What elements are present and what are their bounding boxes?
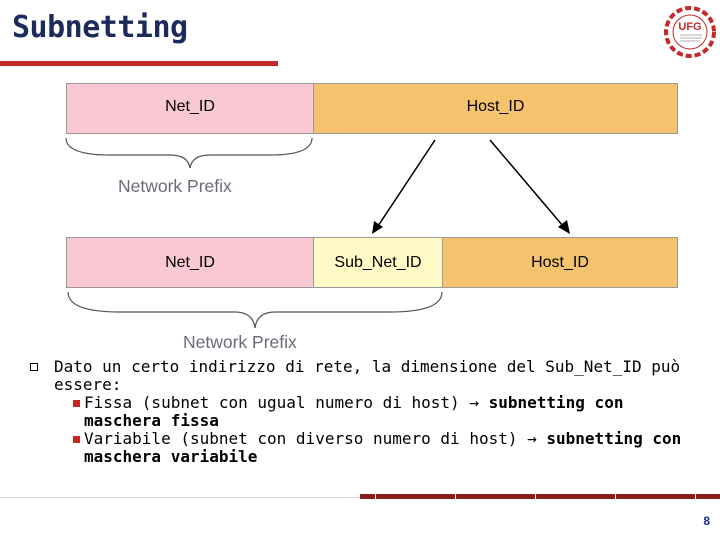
footer-tick [535, 494, 536, 501]
logo-text: UFG [678, 21, 701, 33]
bullet-main-text: Dato un certo indirizzo di rete, la dime… [54, 357, 681, 394]
sub-bullet-fixed-bold: subnetting con maschera fissa [84, 393, 624, 430]
footer-tick [455, 494, 456, 501]
footer-tick [695, 494, 696, 501]
bottom-brace [67, 291, 443, 329]
sub-bullet-variable-bold: subnetting con maschera variabile [84, 429, 682, 466]
ufg-logo: UFG [664, 6, 716, 58]
top-host-id-label: Host_ID [466, 97, 525, 115]
bottom-host-id-label: Host_ID [531, 253, 589, 271]
bottom-network-prefix-label: Network Prefix [183, 332, 297, 352]
footer-bar [360, 494, 720, 499]
title-underline [0, 61, 278, 66]
bullet-main: Dato un certo indirizzo di rete, la dime… [30, 358, 710, 394]
red-square-bullet-icon [73, 400, 80, 407]
sub-bullet-variable-text: Variabile (subnet con diverso numero di … [84, 429, 528, 448]
page-number: 8 [703, 514, 710, 528]
bottom-net-id-box: Net_ID [66, 237, 314, 288]
bullet-list: Dato un certo indirizzo di rete, la dime… [30, 358, 710, 466]
arrow-right [489, 139, 564, 227]
footer-tick [615, 494, 616, 501]
sub-bullet-fixed: Fissa (subnet con ugual numero di host) … [30, 394, 710, 430]
footer-tick [375, 494, 376, 501]
slide-title: Subnetting [12, 10, 188, 45]
top-net-id-label: Net_ID [165, 97, 215, 115]
sub-bullet-fixed-text: Fissa (subnet con ugual numero di host) [84, 393, 470, 412]
red-square-bullet-icon [73, 436, 80, 443]
hollow-square-bullet-icon [30, 363, 38, 371]
sub-bullet-variable: Variabile (subnet con diverso numero di … [30, 430, 710, 466]
top-brace [65, 137, 313, 169]
top-host-id-box: Host_ID [313, 83, 678, 134]
arrow-right-icon: → [527, 429, 537, 448]
arrow-right-icon: → [469, 393, 479, 412]
bottom-subnet-id-label: Sub_Net_ID [334, 253, 422, 271]
top-net-id-box: Net_ID [66, 83, 314, 134]
top-network-prefix-label: Network Prefix [118, 176, 232, 196]
bottom-net-id-label: Net_ID [165, 253, 215, 271]
bottom-subnet-id-box: Sub_Net_ID [313, 237, 443, 288]
arrow-left [377, 139, 436, 227]
diagram-connectors [65, 137, 570, 329]
bottom-host-id-box: Host_ID [442, 237, 678, 288]
